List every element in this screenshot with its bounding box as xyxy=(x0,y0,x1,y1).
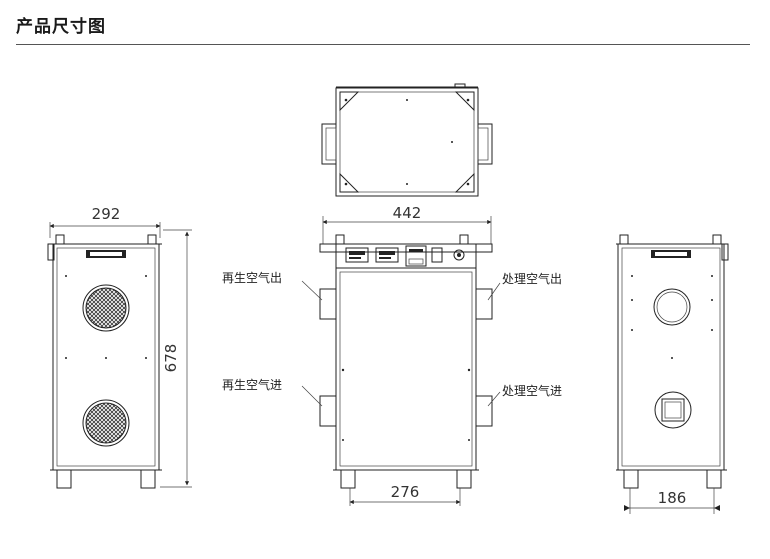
front-view xyxy=(301,216,501,506)
dimension-height: 678 xyxy=(162,344,180,373)
top-view xyxy=(321,83,493,197)
dimension-front-base: 276 xyxy=(391,483,420,501)
title-divider xyxy=(16,44,750,45)
label-process-out: 处理空气出 xyxy=(502,271,562,286)
dimension-right-base: 186 xyxy=(658,489,687,507)
left-side-view xyxy=(47,222,192,489)
dimension-side-width: 292 xyxy=(92,205,121,223)
label-regen-in: 再生空气进 xyxy=(222,377,282,392)
label-process-in: 处理空气进 xyxy=(502,383,562,398)
label-regen-out: 再生空气出 xyxy=(222,270,282,285)
page-title: 产品尺寸图 xyxy=(16,17,106,37)
dimension-front-width: 442 xyxy=(393,204,422,222)
right-side-view xyxy=(616,234,729,514)
